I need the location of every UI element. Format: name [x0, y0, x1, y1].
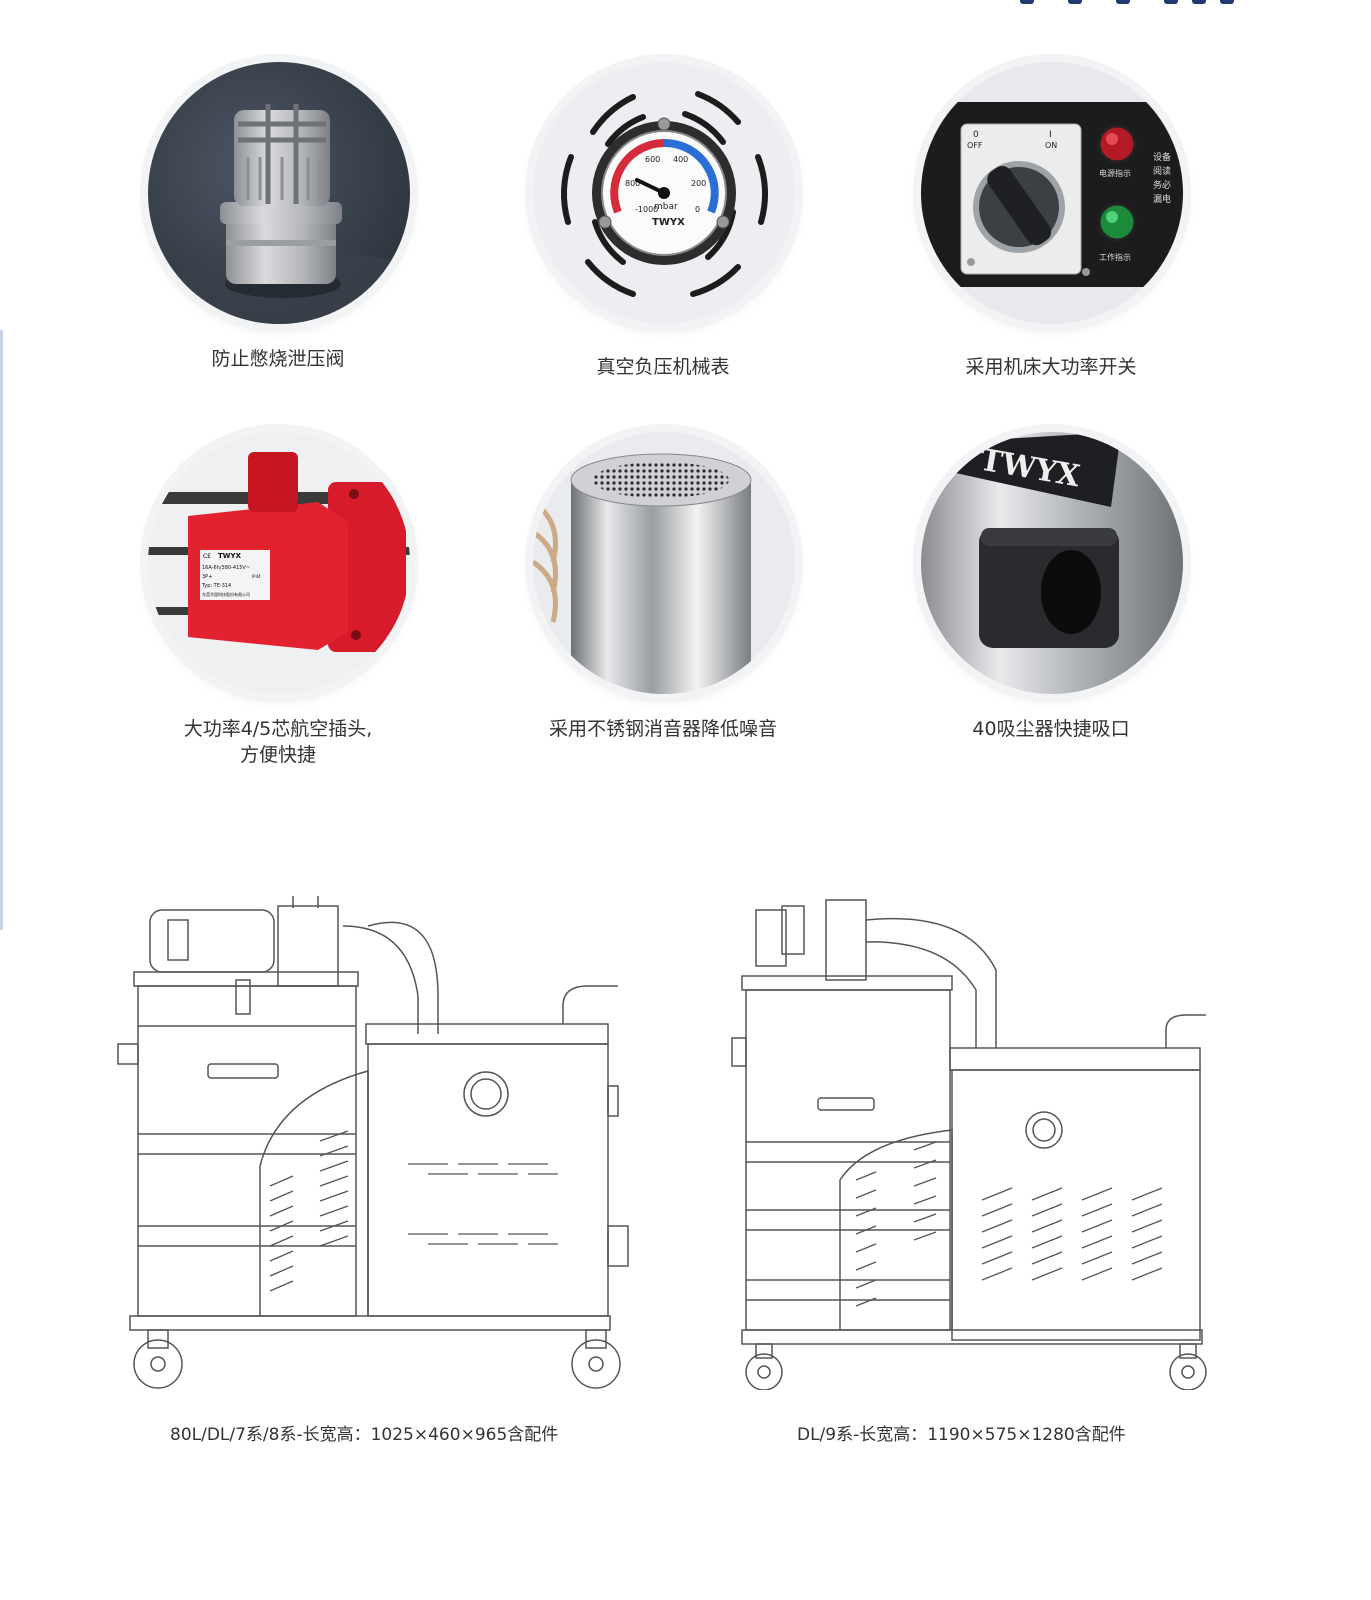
power-switch-icon: 0 OFF I ON 电源指示 工作指示 设备 阅读 务必 漏电 [921, 62, 1183, 324]
feature-caption-3: 采用机床大功率开关 [965, 356, 1137, 378]
quick-inlet-icon: TWYX [921, 432, 1183, 694]
gauge-tick-0: 0 [695, 205, 700, 214]
plug-ip: IP44 [252, 574, 261, 579]
gauge-brand: TWYX [652, 217, 685, 228]
plug-brand: TWYX [218, 552, 242, 560]
power-switch-photo: 0 OFF I ON 电源指示 工作指示 设备 阅读 务必 漏电 [921, 62, 1183, 324]
diagram-caption-1: 80L/DL/7系/8系-长宽高：1025×460×965含配件 [170, 1425, 559, 1445]
vacuum-cleaner-diagram-dl9 [726, 880, 1236, 1390]
feature-caption-1: 防止憋烧泄压阀 [211, 348, 345, 370]
side-text-4: 漏电 [1153, 193, 1171, 205]
side-text-2: 阅读 [1153, 165, 1171, 177]
plug-spec: 16A-6h/380-415V~ [202, 565, 250, 571]
top-decoration [1020, 0, 1240, 8]
gauge-unit: mbar [654, 202, 678, 212]
work-indicator-label: 工作指示 [1099, 252, 1131, 262]
switch-on-label: ON [1045, 141, 1057, 150]
feature-caption-4-line-1: 大功率4/5芯航空插头, [183, 718, 373, 740]
aviation-plug-icon: CE TWYX 16A-6h/380-415V~ 3P+ IP44 Typ: T… [148, 432, 410, 694]
machine-drawing-80l [117, 896, 629, 1389]
plug-maker: 东莞华固科技股份有限公司 [202, 591, 250, 597]
gauge-tick-minus1000: -1000 [635, 205, 658, 214]
machine-drawing-dl9 [731, 899, 1207, 1390]
side-text-3: 务必 [1153, 179, 1171, 191]
feature-caption-4-line-2: 方便快捷 [239, 744, 316, 766]
power-indicator-label: 电源指示 [1099, 168, 1131, 178]
feature-caption-6: 40吸尘器快捷吸口 [972, 718, 1130, 740]
plug-type: Typ: TE-314 [201, 583, 231, 589]
switch-one-label: I [1049, 130, 1052, 140]
vacuum-gauge-icon: 600 400 800 200 -1000 0 mbar TWYX [533, 62, 795, 324]
switch-off-label: OFF [967, 141, 983, 150]
diagram-caption-2: DL/9系-长宽高：1190×575×1280含配件 [797, 1425, 1126, 1445]
pressure-valve-icon [148, 62, 410, 324]
switch-zero-label: 0 [973, 130, 979, 140]
plug-ce-mark: CE [203, 553, 211, 560]
gauge-tick-800: 800 [625, 179, 640, 188]
vacuum-cleaner-diagram-80l [108, 896, 638, 1406]
quick-inlet-photo: TWYX [921, 432, 1183, 694]
stainless-muffler-icon [533, 432, 795, 694]
feature-caption-4: 大功率4/5芯航空插头, 方便快捷 [118, 716, 438, 768]
left-edge-line [0, 330, 3, 930]
vacuum-gauge-photo: 600 400 800 200 -1000 0 mbar TWYX [533, 62, 795, 324]
gauge-tick-200: 200 [691, 179, 706, 188]
gauge-tick-400: 400 [673, 155, 688, 164]
plug-poles: 3P+ [202, 574, 212, 580]
stainless-muffler-photo [533, 432, 795, 694]
feature-caption-2: 真空负压机械表 [596, 356, 730, 378]
gauge-tick-600: 600 [645, 155, 660, 164]
feature-caption-5: 采用不锈钢消音器降低噪音 [548, 718, 777, 740]
aviation-plug-photo: CE TWYX 16A-6h/380-415V~ 3P+ IP44 Typ: T… [148, 432, 410, 694]
side-text-1: 设备 [1153, 151, 1171, 163]
pressure-valve-photo [148, 62, 410, 324]
